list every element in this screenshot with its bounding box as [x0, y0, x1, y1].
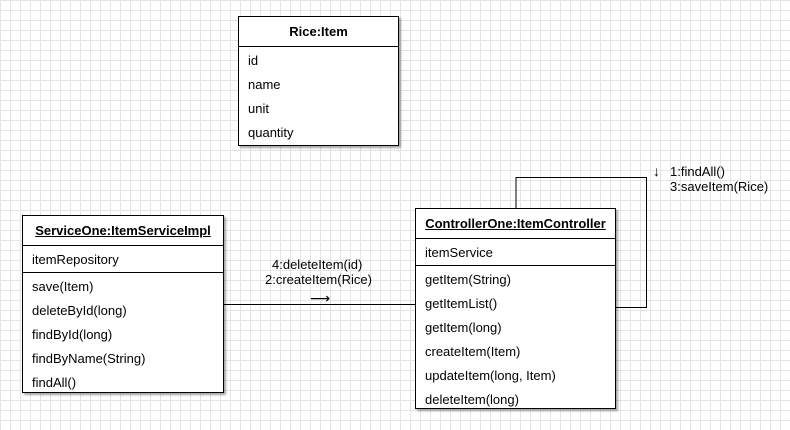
service-one-attribute: itemRepository	[32, 252, 119, 267]
controller-one-operation: updateItem(long, Item)	[425, 368, 556, 383]
service-one-operation: findAll()	[32, 375, 77, 390]
controller-one-title: ControllerOne:ItemController	[416, 209, 615, 239]
controller-one-operation: getItemList()	[425, 296, 498, 311]
message-label-create-item: 2:createItem(Rice)	[265, 272, 372, 287]
service-one-operation: findByName(String)	[32, 351, 146, 366]
controller-one-operation: getItem(String)	[425, 272, 511, 287]
rice-item-attribute: unit	[248, 101, 269, 116]
service-one-operations: save(Item) deleteById(long) findById(lon…	[23, 273, 223, 395]
self-message-arrow-icon: ↓	[653, 163, 660, 179]
message-label-save-item: 3:saveItem(Rice)	[670, 179, 769, 194]
rice-item-attribute: id	[248, 53, 259, 68]
controller-one-attribute: itemService	[425, 245, 493, 260]
rice-item-attribute: quantity	[248, 125, 294, 140]
message-label-delete-item: 4:deleteItem(id)	[272, 257, 363, 272]
service-one-title: ServiceOne:ItemServiceImpl	[23, 216, 223, 246]
rice-item-attribute: name	[248, 77, 281, 92]
controller-one-operation: createItem(Item)	[425, 344, 521, 359]
service-one-box[interactable]: ServiceOne:ItemServiceImpl itemRepositor…	[22, 215, 224, 393]
controller-one-operations: getItem(String) getItemList() getItem(lo…	[416, 266, 615, 412]
controller-self-link[interactable]	[515, 177, 647, 308]
controller-one-box[interactable]: ControllerOne:ItemController itemService…	[415, 208, 616, 409]
service-one-operation: findById(long)	[32, 327, 113, 342]
rice-item-attributes: id name unit quantity	[239, 47, 398, 145]
message-direction-arrow-icon: ⟶	[310, 290, 331, 306]
service-one-operation: save(Item)	[32, 279, 94, 294]
rice-item-title: Rice:Item	[239, 17, 398, 47]
controller-one-operation: getItem(long)	[425, 320, 502, 335]
controller-one-attributes: itemService	[416, 239, 615, 266]
rice-item-box[interactable]: Rice:Item id name unit quantity	[238, 16, 399, 146]
message-label-find-all: 1:findAll()	[670, 164, 725, 179]
controller-one-operation: deleteItem(long)	[425, 392, 519, 407]
service-one-operation: deleteById(long)	[32, 303, 127, 318]
service-one-attributes: itemRepository	[23, 246, 223, 273]
